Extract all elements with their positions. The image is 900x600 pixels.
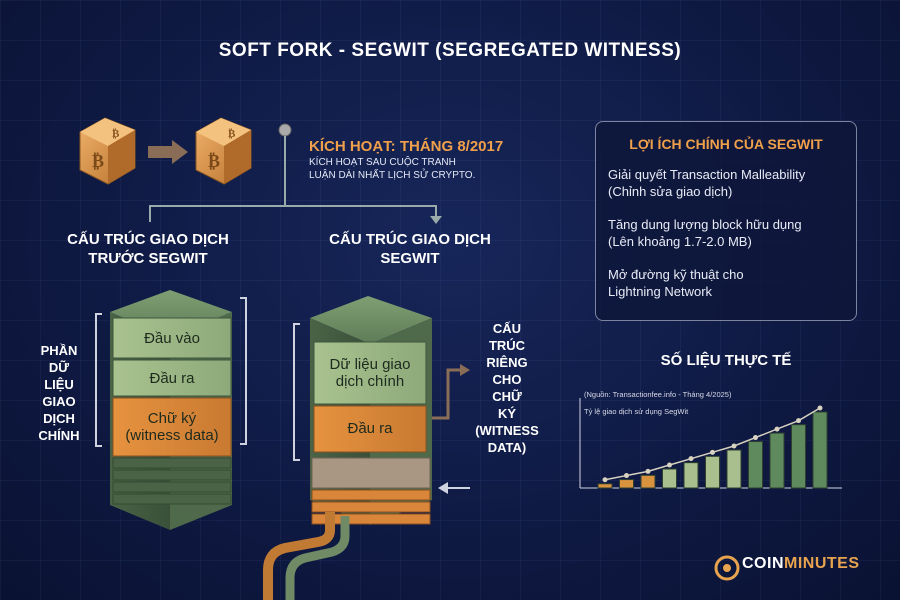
bar-6 — [726, 449, 742, 489]
signature-label: Chữ ký (witness data) — [125, 410, 219, 444]
input-label: Đầu vào — [144, 330, 200, 347]
segwit-block — [310, 296, 432, 525]
benefit-item: Giải quyết Transaction Malleability(Chỉn… — [608, 167, 806, 199]
brand-logo: COINMINUTES — [742, 555, 860, 572]
page-title: SOFT FORK - SEGWIT (SEGREGATED WITNESS) — [218, 40, 682, 61]
bar-7 — [748, 441, 763, 489]
bitcoin-coin-before-icon: ₿ ₿ — [79, 117, 136, 185]
output-label: Đầu ra — [149, 370, 195, 387]
svg-text:₿: ₿ — [228, 127, 236, 140]
bar-5 — [705, 455, 720, 489]
bar-2 — [640, 474, 656, 489]
main-data-side-label: PHẦN DỮ LIỆU GIAO DỊCH CHÍNH — [38, 343, 80, 443]
bar-9 — [791, 424, 806, 489]
stats-source: (Nguồn: Transactionfee.info - Tháng 4/20… — [584, 390, 732, 399]
svg-text:₿: ₿ — [92, 151, 104, 172]
segwit-output-label: Đầu ra — [347, 420, 393, 437]
segwit-main-data-label: Dữ liệu giao dịch chính — [329, 356, 411, 390]
bar-0 — [597, 483, 613, 489]
activation-title: KÍCH HOẠT: THÁNG 8/2017 — [309, 138, 504, 155]
stats-title: SỐ LIỆU THỰC TẾ — [660, 352, 792, 369]
segwit-adoption-bars — [597, 405, 828, 489]
chart-ylabel: Tỷ lệ giao dịch sử dụng SegWit — [584, 407, 689, 416]
bar-1 — [619, 479, 634, 489]
before-segwit-heading: CẤU TRÚC GIAO DỊCH TRƯỚC SEGWIT — [67, 231, 229, 267]
bar-10 — [812, 411, 828, 489]
trend-line — [604, 407, 821, 481]
bar-4 — [683, 462, 699, 489]
benefits-title: LỢI ÍCH CHÍNH CỦA SEGWIT — [629, 136, 823, 152]
segwit-heading: CẤU TRÚC GIAO DỊCH SEGWIT — [329, 231, 491, 267]
activation-desc-line: LUẬN DÀI NHẤT LỊCH SỬ CRYPTO. — [309, 170, 476, 181]
witness-side-label: CẤU TRÚC RIÊNG CHO CHỮ KÝ (WITNESS DATA) — [475, 321, 539, 455]
activation-desc-line: KÍCH HOẠT SAU CUỘC TRANH — [309, 157, 456, 168]
before-segwit-block — [110, 290, 232, 530]
arrow-right-icon — [148, 140, 188, 164]
bar-8 — [769, 432, 785, 489]
svg-text:₿: ₿ — [208, 151, 220, 172]
benefit-item: Tăng dung lượng block hữu dụng(Lên khoản… — [608, 217, 802, 249]
bitcoin-coin-after-icon: ₿ ₿ — [195, 117, 252, 185]
svg-text:₿: ₿ — [112, 127, 120, 140]
coinminutes-logo-icon — [714, 555, 740, 581]
benefits-box: LỢI ÍCH CHÍNH CỦA SEGWIT Giải quyết Tran… — [595, 121, 857, 321]
bar-3 — [662, 468, 677, 489]
